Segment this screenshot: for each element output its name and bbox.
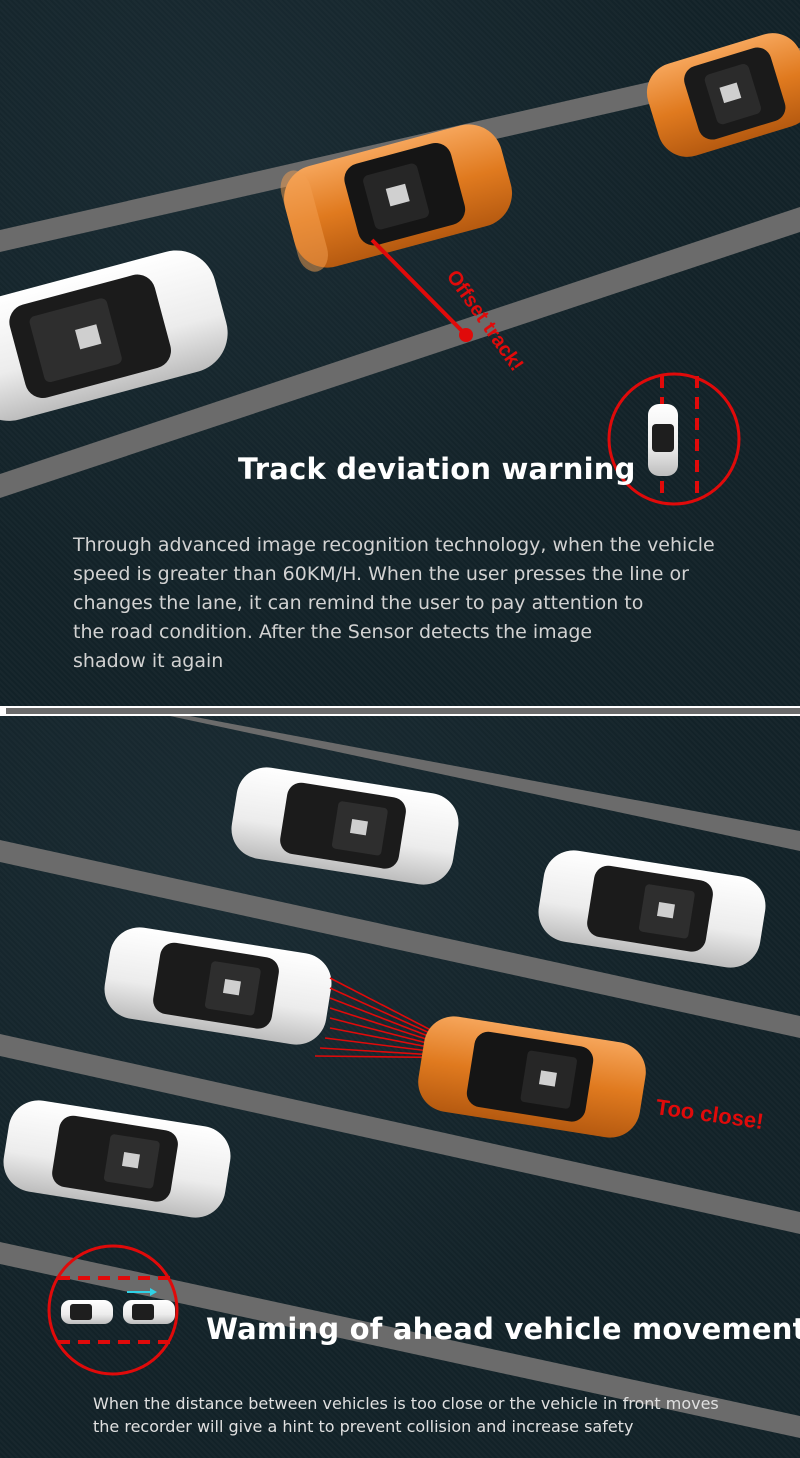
white-car-icon [3, 1100, 231, 1218]
ahead-vehicle-title: Waming of ahead vehicle movement [206, 1312, 800, 1346]
offset-track-line [370, 238, 468, 337]
white-car-icon [231, 767, 459, 885]
offset-track-dot [459, 328, 473, 342]
section-divider-stripe [6, 708, 800, 714]
orange-car-icon [280, 124, 513, 272]
description-line: the recorder will give a hint to prevent… [93, 1417, 634, 1436]
ahead-vehicle-panel: Too close! Waming of ahead vehicle movem… [0, 716, 800, 1458]
orange-car-icon [646, 33, 800, 157]
forward-distance-icon [47, 1244, 179, 1376]
ahead-vehicle-illustration: Too close! [0, 716, 800, 1438]
lane-line [170, 716, 800, 851]
lane-line [0, 840, 800, 1038]
lane-deviation-icon [607, 372, 741, 506]
track-deviation-illustration: Offset track! [0, 33, 800, 506]
track-deviation-title: Track deviation warning [238, 452, 636, 486]
too-close-callout: Too close! [654, 1094, 765, 1134]
white-car-icon [104, 927, 332, 1045]
lane-line [0, 1242, 800, 1438]
white-car-icon [0, 250, 228, 421]
lane-line [0, 207, 800, 498]
track-deviation-panel: Offset track! Track deviation warning Th… [0, 0, 800, 706]
description-line: shadow it again [73, 650, 224, 672]
description-line: speed is greater than 60KM/H. When the u… [73, 563, 689, 585]
description-line: Through advanced image recognition techn… [73, 534, 715, 556]
description-line: changes the lane, it can remind the user… [73, 592, 644, 614]
track-deviation-description: Through advanced image recognition techn… [73, 531, 715, 676]
orange-car-icon [418, 1016, 646, 1138]
description-line: When the distance between vehicles is to… [93, 1394, 719, 1413]
ahead-vehicle-description: When the distance between vehicles is to… [93, 1392, 719, 1438]
white-car-icon [538, 850, 766, 968]
description-line: the road condition. After the Sensor det… [73, 621, 593, 643]
lane-line [0, 1034, 800, 1234]
